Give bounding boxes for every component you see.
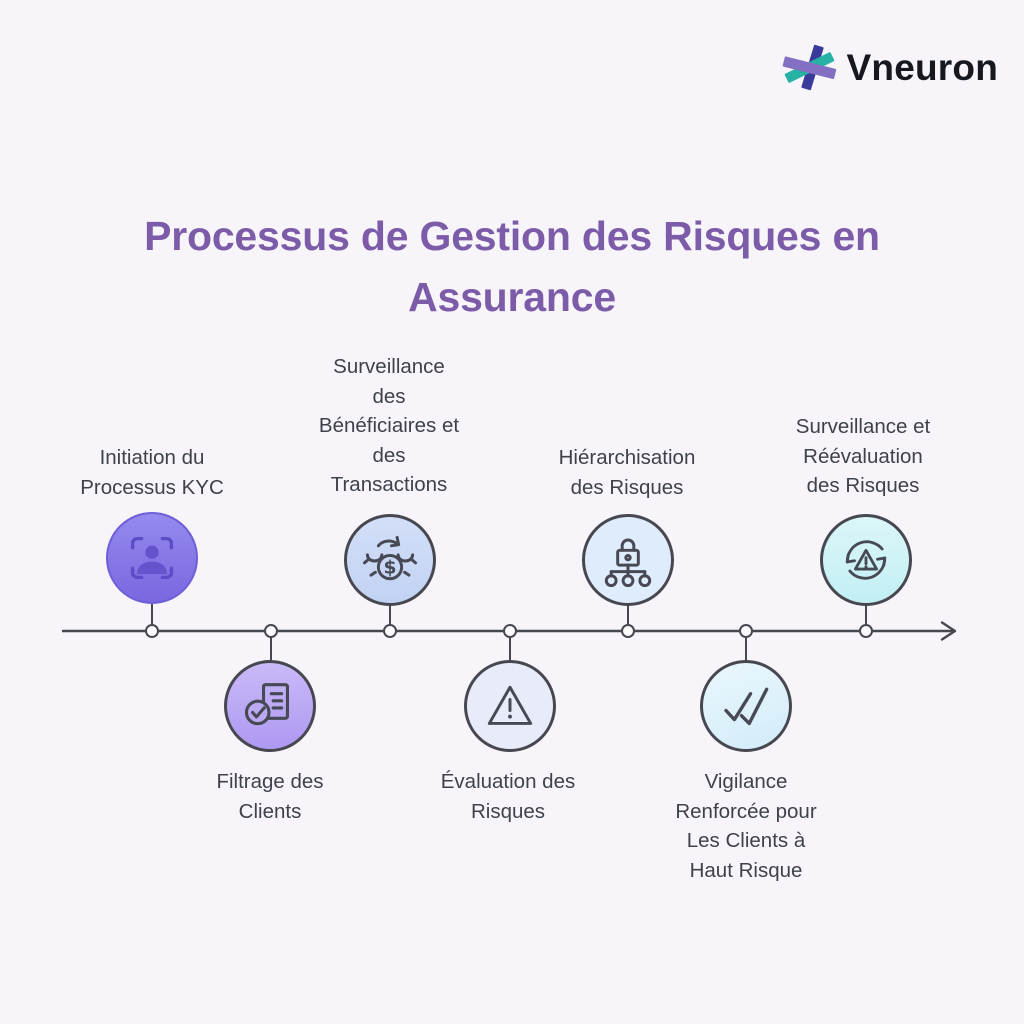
document-check-icon (244, 683, 289, 726)
milestone-label-vigilance: Vigilance Renforcée pour Les Clients à H… (675, 770, 817, 882)
stem-6 (744, 631, 748, 664)
stem-1 (150, 599, 154, 631)
milestone-label-kyc: Initiation du Processus KYC (80, 446, 224, 499)
reassessment-cycle-icon (845, 540, 887, 580)
axis-arrowhead-icon (940, 621, 957, 641)
stem-5 (626, 599, 630, 631)
stem-3 (388, 599, 392, 631)
milestone-bubble-vigilance (700, 660, 792, 752)
logo-wordmark: Vneuron (846, 47, 998, 88)
timeline-node-1 (144, 623, 159, 638)
milestone-bubble-surveillance: $ (344, 514, 436, 606)
stem-7 (864, 599, 868, 631)
timeline-node-6 (738, 623, 753, 638)
milestone-bubble-kyc (106, 512, 198, 604)
milestone-label-filtrage: Filtrage des Clients (216, 770, 324, 823)
transaction-monitoring-icon: $ (362, 535, 418, 581)
milestone-label-hierarchisation: Hiérarchisation des Risques (558, 446, 696, 499)
timeline-node-7 (858, 623, 873, 638)
milestone-bubble-evaluation (464, 660, 556, 752)
page-title: Processus de Gestion des Risques en Assu… (144, 213, 880, 321)
timeline-node-3 (382, 623, 397, 638)
timeline-node-4 (502, 623, 517, 638)
stem-4 (508, 631, 512, 664)
warning-triangle-icon (487, 685, 533, 725)
milestone-bubble-hierarchisation (582, 514, 674, 606)
timeline-node-5 (620, 623, 635, 638)
lock-hierarchy-icon (604, 538, 652, 588)
milestone-label-reevaluation: Surveillance et Réévaluation des Risques (795, 415, 931, 497)
stem-2 (269, 631, 273, 664)
svg-text:$: $ (383, 558, 396, 579)
face-scan-icon (130, 536, 174, 580)
timeline-node-2 (263, 623, 278, 638)
vneuron-asterisk-icon (782, 44, 836, 91)
milestone-label-evaluation: Évaluation des Risques (440, 770, 576, 823)
milestone-label-surveillance: Surveillance des Bénéficiaires et des Tr… (318, 355, 460, 496)
logo: Vneuron (781, 40, 998, 96)
double-check-icon (724, 687, 769, 726)
milestone-bubble-reevaluation (820, 514, 912, 606)
milestone-bubble-filtrage (224, 660, 316, 752)
